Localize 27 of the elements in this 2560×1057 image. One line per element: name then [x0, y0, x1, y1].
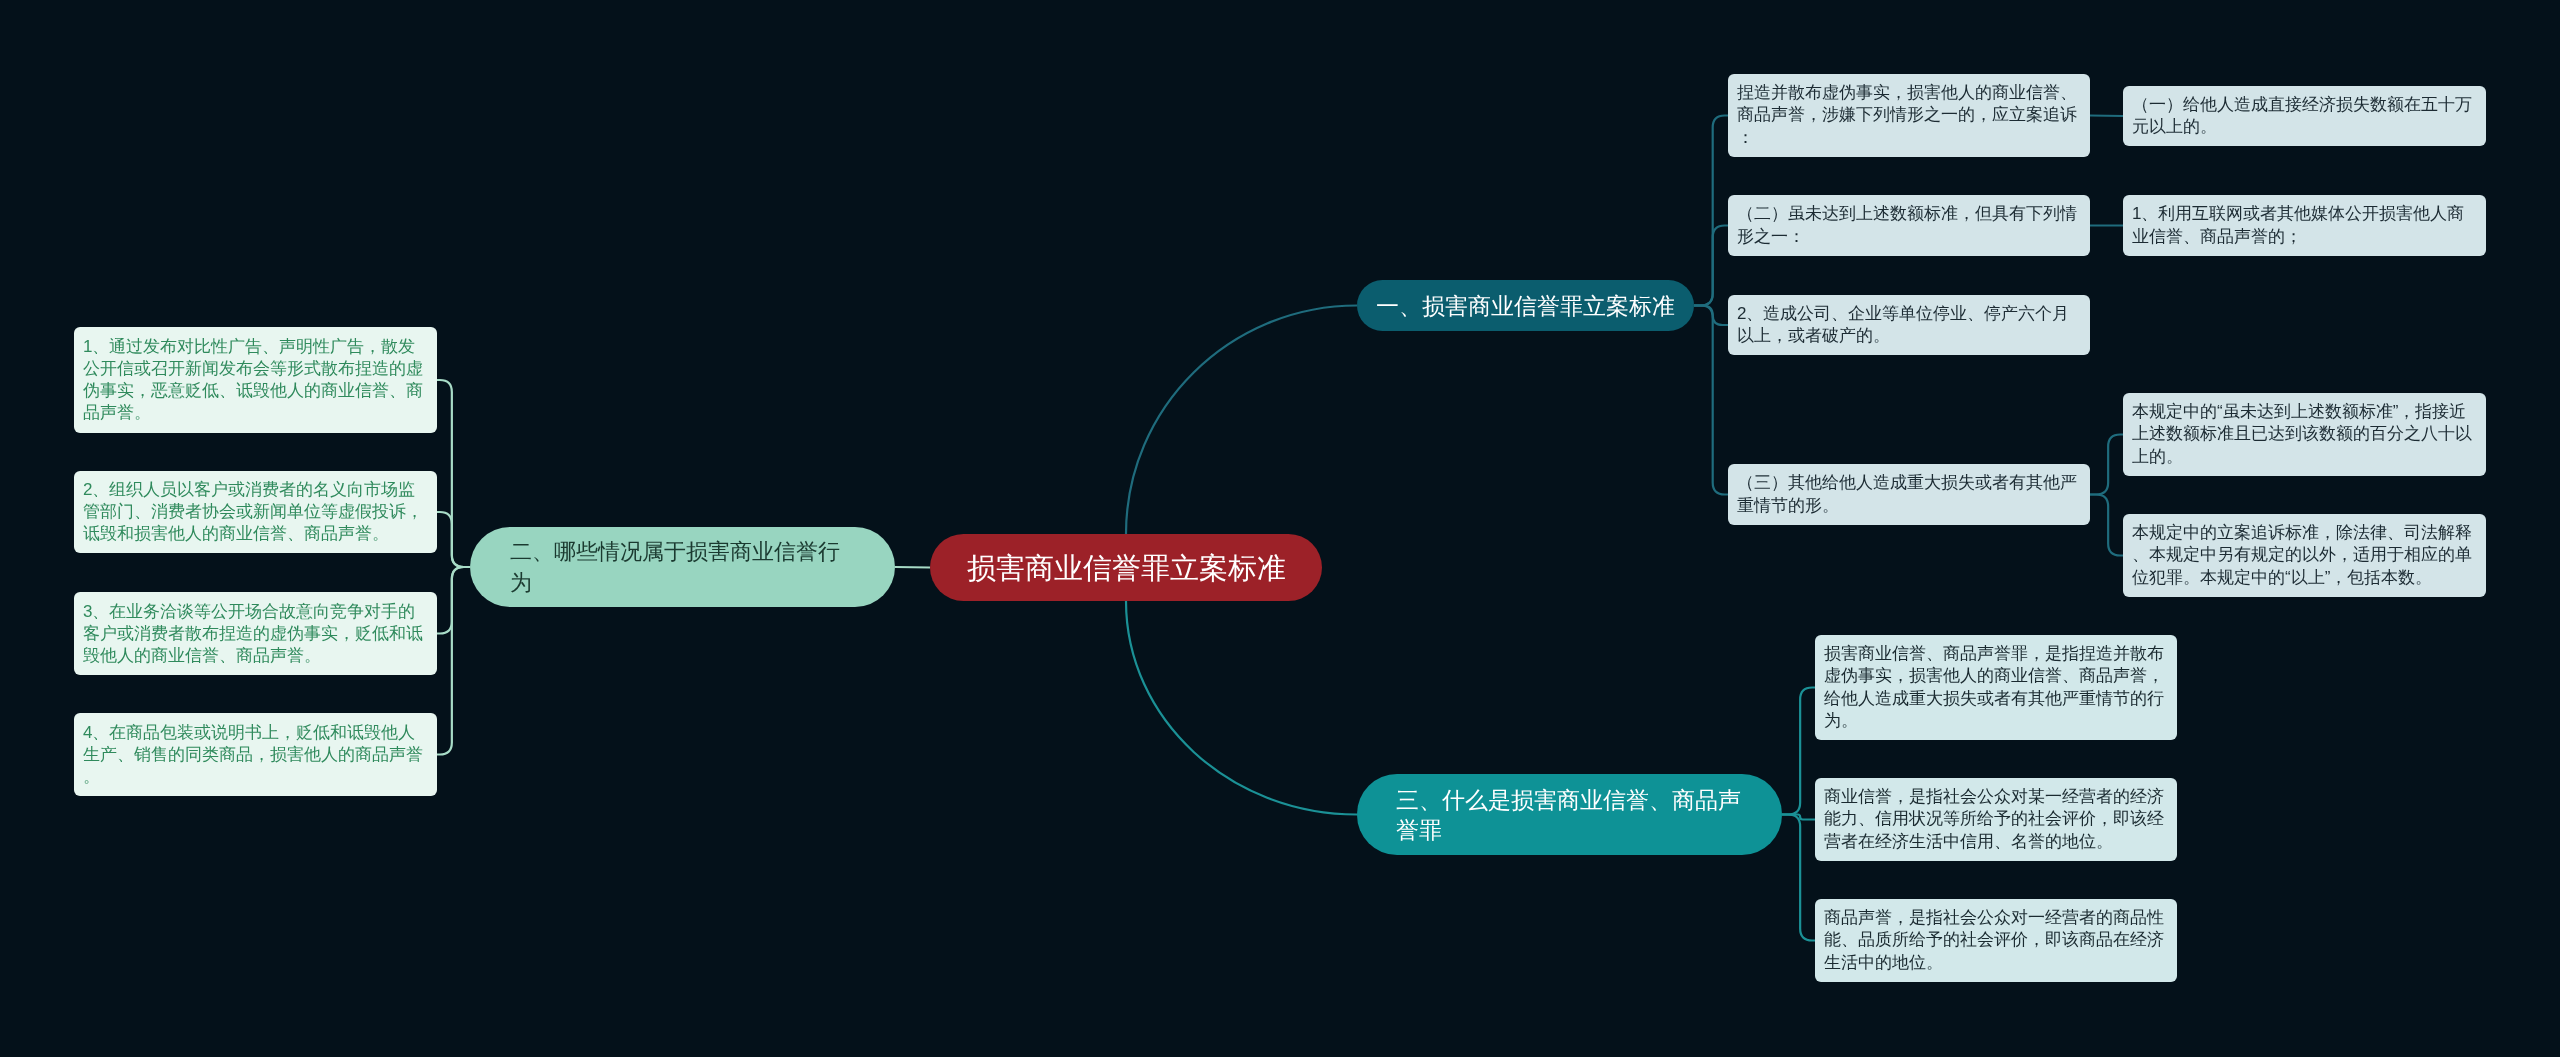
connector-line	[2090, 224, 2123, 227]
connector-line	[895, 565, 930, 569]
connector-line	[1124, 600, 1358, 816]
text-card: （三）其他给他人造成重大损失或者有其他严重情节的形。	[1728, 464, 2090, 525]
text-card: 1、通过发布对比性广告、声明性广告，散发公开信或召开新闻发布会等形式散布捏造的虚伪事实，恶意贬低、诋毁他人的商业信誉、商品声誉。	[74, 327, 437, 433]
text-card: 捏造并散布虚伪事实，损害他人的商业信誉、商品声誉，涉嫌下列情形之一的，应立案追诉：	[1728, 74, 2090, 157]
text-card: 4、在商品包装或说明书上，贬低和诋毁他人生产、销售的同类商品，损害他人的商品声誉。	[74, 713, 437, 796]
text-card: 损害商业信誉、商品声誉罪，是指捏造并散布虚伪事实，损害他人的商业信誉、商品声誉，给他人造成重大损失或者有其他严重情节的行为。	[1815, 635, 2177, 740]
connector-line	[437, 565, 470, 756]
text-card: 商业信誉，是指社会公众对某一经营者的经济能力、信用状况等所给予的社会评价，即该经营者在经济生活中信用、名誉的地位。	[1815, 778, 2177, 861]
connector-line	[1124, 304, 1358, 535]
central-topic: 损害商业信誉罪立案标准	[930, 534, 1322, 601]
branch-topic: 一、损害商业信誉罪立案标准	[1357, 280, 1694, 331]
branch-topic: 三、什么是损害商业信誉、商品声誉罪	[1357, 774, 1782, 855]
text-card: 2、造成公司、企业等单位停业、停产六个月以上，或者破产的。	[1728, 295, 2090, 355]
text-card: 商品声誉，是指社会公众对一经营者的商品性能、品质所给予的社会评价，即该商品在经济生活中的地位。	[1815, 899, 2177, 982]
text-card: （一）给他人造成直接经济损失数额在五十万元以上的。	[2123, 86, 2486, 146]
text-card: 本规定中的立案追诉标准，除法律、司法解释、本规定中另有规定的以外，适用于相应的单位犯罪。本规定中的“以上”，包括本数。	[2123, 514, 2486, 597]
text-card: 本规定中的“虽未达到上述数额标准”，指接近上述数额标准且已达到该数额的百分之八十以上的。	[2123, 393, 2486, 476]
text-card: （二）虽未达到上述数额标准，但具有下列情形之一：	[1728, 195, 2090, 256]
connector-line	[1782, 813, 1815, 942]
text-card: 3、在业务洽谈等公开场合故意向竞争对手的客户或消费者散布捏造的虚伪事实，贬低和诋毁他人的商业信誉、商品声誉。	[74, 592, 437, 675]
connector-line	[1694, 304, 1728, 496]
connector-line	[2090, 114, 2123, 118]
text-card: 2、组织人员以客户或消费者的名义向市场监管部门、消费者协会或新闻单位等虚假投诉，诋毁和损害他人的商业信誉、商品声誉。	[74, 471, 437, 553]
text-card: 1、利用互联网或者其他媒体公开损害他人商业信誉、商品声誉的；	[2123, 195, 2486, 256]
branch-topic: 二、哪些情况属于损害商业信誉行为	[470, 527, 895, 607]
